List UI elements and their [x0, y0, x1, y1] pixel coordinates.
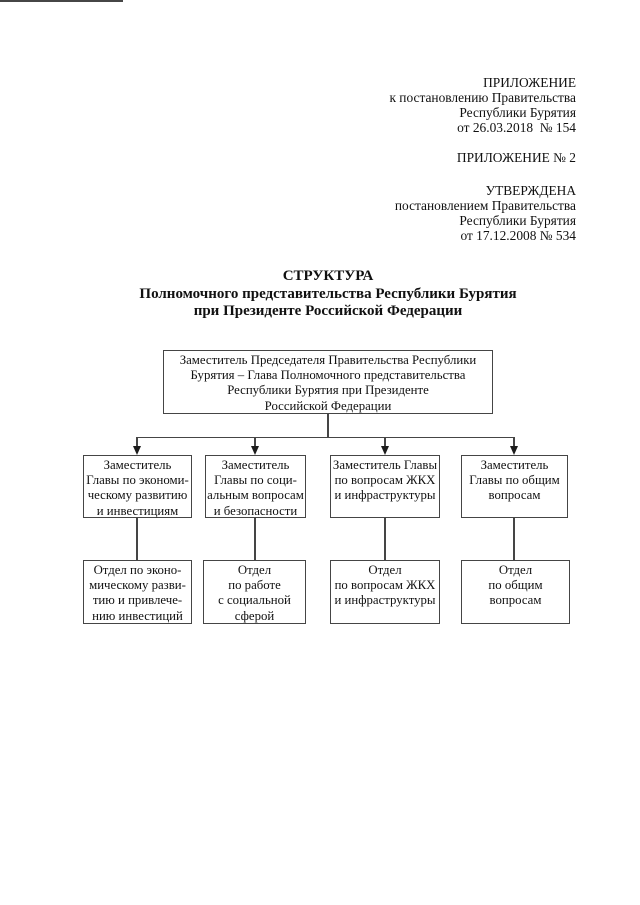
connector-stub-line [254, 437, 256, 448]
connector-stub-line [136, 437, 138, 448]
appendix-reference-block: ПРИЛОЖЕНИЕ к постановлению Правительства… [389, 75, 576, 136]
connector-stub-line [513, 437, 515, 448]
document-title: СТРУКТУРА Полномочного представительства… [139, 268, 517, 320]
org-box-department-economy: Отдел по эконо- мическому разви- тию и п… [83, 560, 192, 624]
approval-reference-block: УТВЕРЖДЕНА постановлением Правительства … [394, 183, 576, 244]
connector-vertical-line [254, 518, 256, 560]
connector-vertical-line [513, 518, 515, 560]
org-box-root: Заместитель Председателя Правительства Р… [163, 350, 493, 414]
connector-vertical-line [384, 518, 386, 560]
arrow-down-icon [250, 446, 259, 455]
org-box-department-general: Отдел по общим вопросам [461, 560, 570, 624]
org-box-department-social: Отдел по работе с социальной сферой [203, 560, 306, 624]
connector-horizontal-line [136, 436, 515, 438]
appendix-number: ПРИЛОЖЕНИЕ № 2 [456, 150, 576, 165]
connector-trunk-line [327, 413, 329, 437]
connector-stub-line [384, 437, 386, 448]
org-box-deputy-housing: Заместитель Главы по вопросам ЖКХ и инфр… [330, 455, 440, 518]
footnote-separator [0, 0, 123, 2]
arrow-down-icon [132, 446, 141, 455]
connector-vertical-line [136, 518, 138, 560]
org-box-deputy-economy: Заместитель Главы по экономи- ческому ра… [83, 455, 192, 518]
org-box-department-housing: Отдел по вопросам ЖКХ и инфраструктуры [330, 560, 440, 624]
org-box-deputy-general: Заместитель Главы по общим вопросам [461, 455, 568, 518]
org-box-deputy-social: Заместитель Главы по соци- альным вопрос… [205, 455, 306, 518]
arrow-down-icon [380, 446, 389, 455]
arrow-down-icon [509, 446, 518, 455]
